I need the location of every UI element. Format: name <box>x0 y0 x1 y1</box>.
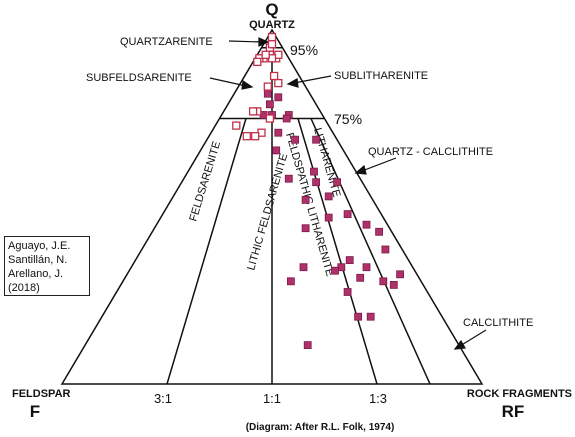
arrow-sublitharenite <box>293 75 332 84</box>
ratio-label-1-3: 1:3 <box>369 391 387 406</box>
sample-marker-hollow <box>274 78 283 88</box>
percent-label-75: 75% <box>334 111 362 127</box>
corner-letter-f: F <box>30 402 40 421</box>
sample-marker-filled <box>265 100 274 109</box>
sample-marker-filled <box>331 266 339 275</box>
corner-name-feldspar: FELDSPAR <box>12 388 71 400</box>
sample-marker-filled <box>272 146 281 155</box>
sample-marker-filled <box>274 128 283 137</box>
sample-marker-filled <box>299 263 308 272</box>
arrow-subfeldsarenite <box>209 77 247 87</box>
sample-marker-filled <box>354 312 363 321</box>
sample-marker-filled <box>303 341 312 350</box>
sample-marker-filled <box>379 277 388 286</box>
sample-marker-filled <box>291 135 300 144</box>
sample-marker-filled <box>312 135 321 144</box>
credit-line-3: Arellano, J. <box>8 268 64 280</box>
sample-marker-filled <box>389 280 398 289</box>
field-label-lithic-feldsarenite: LITHIC FELDSARENITE <box>245 152 290 272</box>
sample-marker-filled <box>324 192 333 201</box>
sample-marker-filled <box>284 174 293 183</box>
sample-marker-filled <box>343 288 352 296</box>
sample-marker-filled <box>310 167 318 176</box>
field-label-quartz-calclithite: QUARTZ - CALCLITHITE <box>368 146 493 158</box>
ratio-label-1-1: 1:1 <box>263 391 281 406</box>
sample-marker-filled <box>301 224 310 233</box>
sample-marker-filled <box>333 178 342 187</box>
field-label-subfeldsarenite: SUBFELDSARENITE <box>86 72 192 84</box>
sample-marker-filled <box>274 93 283 102</box>
arrow-quartz-calclithite-head <box>354 164 367 175</box>
sample-marker-hollow <box>261 50 270 59</box>
line-quartz-calclithite-boundary <box>310 118 431 385</box>
sample-marker-hollow <box>232 121 241 130</box>
percent-label-95: 95% <box>290 42 318 58</box>
arrow-subfeldsarenite-head <box>241 79 254 90</box>
arrow-quartzarenite <box>228 40 263 43</box>
sample-marker-filled <box>396 270 405 279</box>
credit-line-2: Santillán, N. <box>8 254 68 266</box>
sample-points <box>232 32 405 350</box>
ratio-label-3-1: 3:1 <box>154 391 172 406</box>
sample-marker-hollow <box>253 57 262 67</box>
sample-marker-filled <box>381 245 390 254</box>
sample-marker-filled <box>345 256 354 265</box>
credit-line-4: (2018) <box>8 282 40 294</box>
sample-marker-filled <box>366 312 375 321</box>
field-label-quartzarenite: QUARTZARENITE <box>120 36 213 48</box>
corner-name-rock-fragments: ROCK FRAGMENTS <box>467 388 572 400</box>
sample-marker-hollow <box>242 132 251 141</box>
credit-box: Aguayo, J.E. Santillán, N. Arellano, J. … <box>4 236 90 296</box>
field-label-sublitharenite: SUBLITHARENITE <box>334 70 428 82</box>
credit-line-1: Aguayo, J.E. <box>8 240 71 252</box>
line-1-3 <box>297 118 378 385</box>
sample-marker-filled <box>356 273 365 282</box>
apex-name-quartz: QUARTZ <box>249 19 295 31</box>
sample-marker-hollow <box>269 71 279 81</box>
sample-marker-filled <box>324 213 333 222</box>
field-label-calclithite: CALCLITHITE <box>463 317 533 329</box>
label-arrows <box>209 37 487 350</box>
sample-marker-filled <box>362 220 371 229</box>
arrow-calclithite-head <box>453 339 466 350</box>
arrow-calclithite <box>459 329 487 347</box>
field-label-feldsarenite: FELDSARENITE <box>187 140 223 223</box>
sample-marker-filled <box>282 114 291 123</box>
line-3-1 <box>166 118 247 385</box>
arrow-sublitharenite-head <box>286 78 299 88</box>
corner-letter-rf: RF <box>502 402 525 421</box>
sample-marker-filled <box>301 195 310 204</box>
sample-marker-filled <box>263 89 272 98</box>
sample-marker-filled <box>312 178 321 187</box>
sample-marker-hollow <box>263 82 272 91</box>
sample-marker-filled <box>375 227 384 236</box>
sample-marker-hollow <box>248 107 258 116</box>
sample-marker-hollow <box>265 114 275 123</box>
sample-marker-filled <box>343 210 352 219</box>
sample-marker-hollow <box>251 132 260 141</box>
apex-letter-q: Q <box>265 0 278 19</box>
sample-marker-filled <box>362 263 371 272</box>
sample-marker-hollow <box>267 32 277 42</box>
arrow-quartz-calclithite <box>361 157 397 172</box>
diagram-caption: (Diagram: After R.L. Folk, 1974) <box>246 422 395 433</box>
sample-marker-filled <box>286 277 295 286</box>
sample-marker-hollow <box>267 40 277 49</box>
arrow-quartzarenite-head <box>258 37 270 47</box>
